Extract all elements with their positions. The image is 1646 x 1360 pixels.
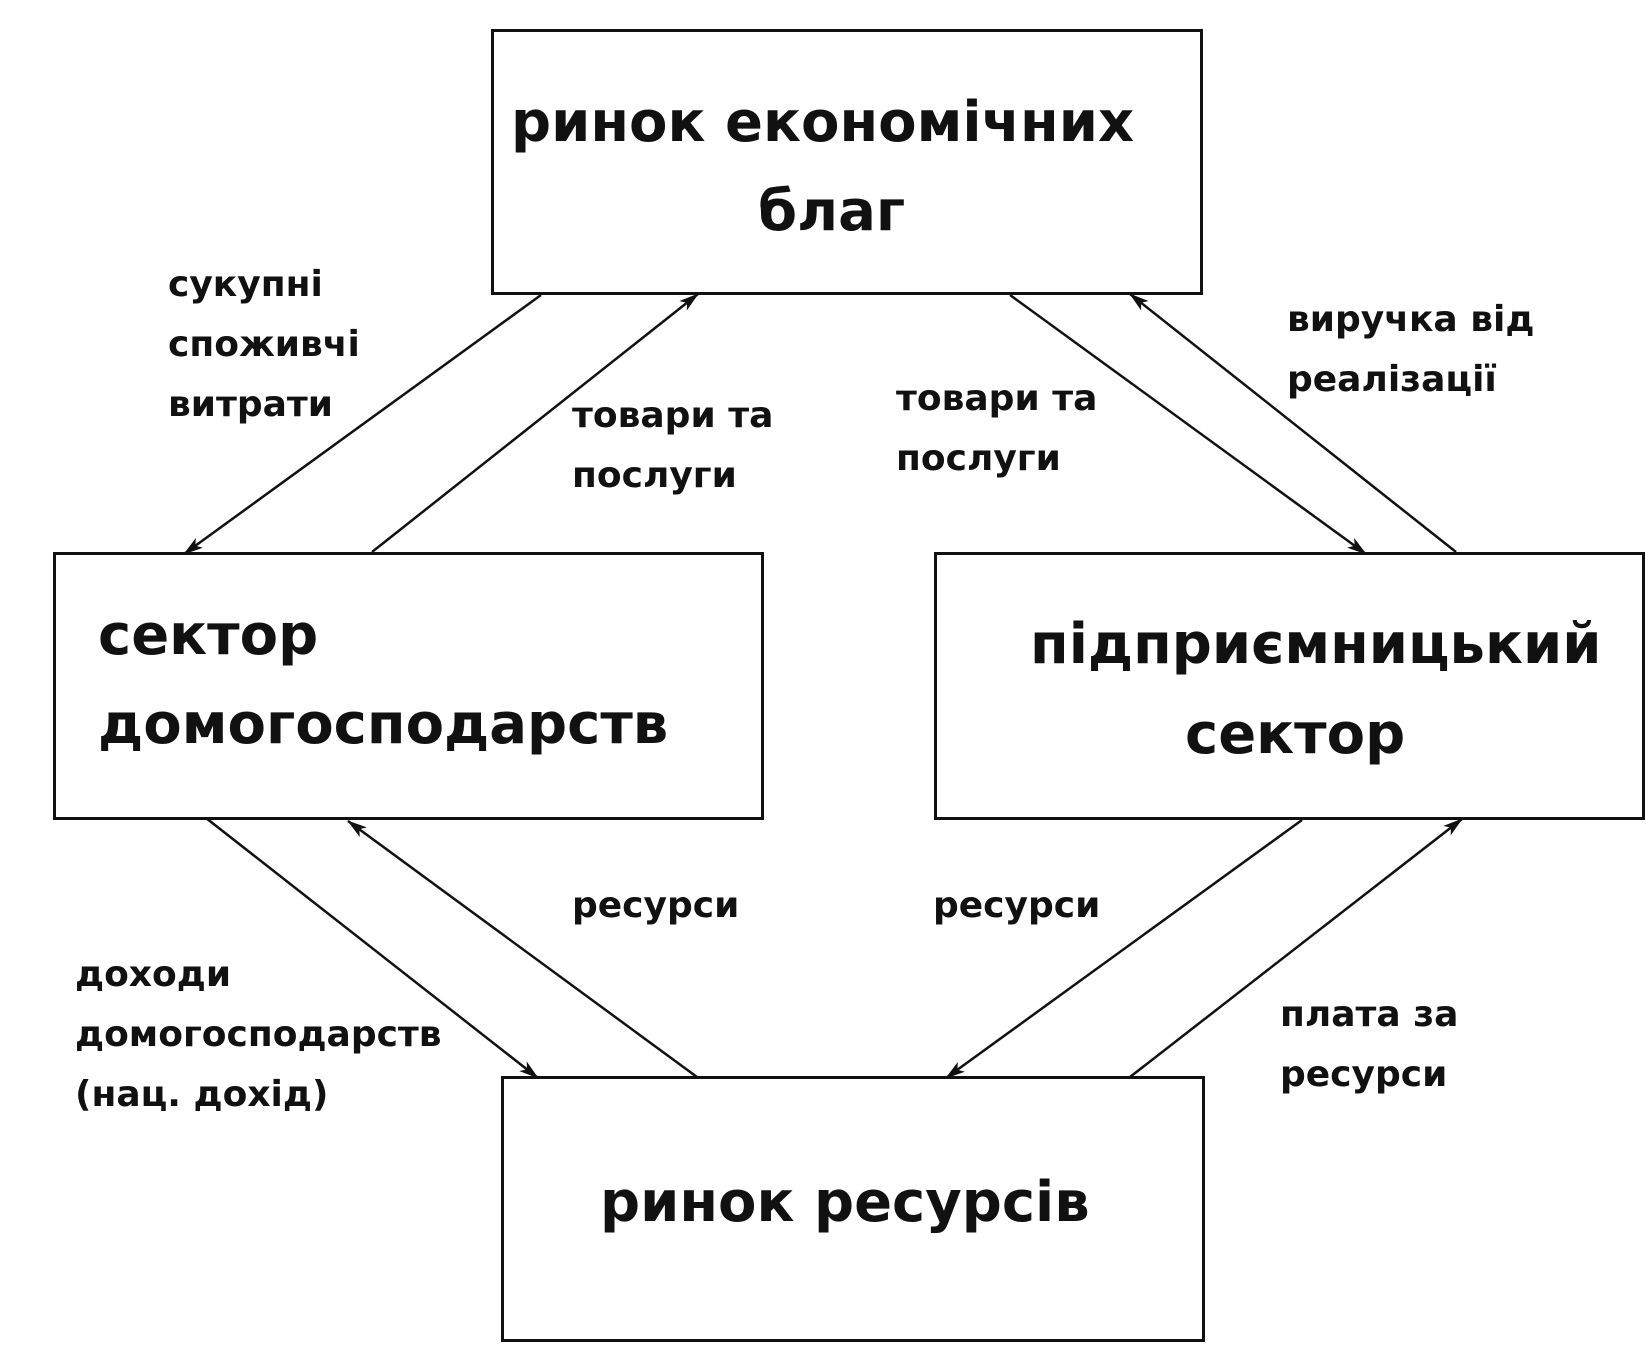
business-title-line1: підприємницький [1030,612,1602,677]
arrow-consumer-spending [183,293,542,556]
arrow-goods-to-market [371,293,699,553]
households-title-line1: сектор [98,603,319,668]
goods-market-title-line2: благ [758,179,906,244]
arrow-resources-from-business [945,818,1303,1080]
arrow-sales-revenue [1129,293,1457,553]
resource-market-title: ринок ресурсів [600,1170,1090,1235]
label-goods-to-households: товари та послуги [572,395,774,496]
resource-market-box: ринок ресурсів [501,1076,1205,1342]
business-title-line2: сектор [1185,702,1406,767]
label-sales-revenue: виручка від реалізації [1287,299,1535,400]
arrow-household-income [205,817,539,1079]
goods-market-title-line1: ринок економічних [511,90,1135,155]
households-box: сектор домогосподарств [53,552,764,820]
label-resources-from-business: ресурси [933,885,1101,926]
goods-market-box: ринок економічних благ [491,29,1203,295]
arrow-resource-payment [1129,818,1463,1078]
label-resources-to-households: ресурси [572,885,740,926]
households-title-line2: домогосподарств [98,692,669,757]
business-box: підприємницький сектор [934,552,1645,820]
label-consumer-spending: сукупні споживчі витрати [168,264,360,425]
label-resource-payment: плата за ресурси [1280,994,1459,1095]
arrow-resources-to-households [347,819,698,1079]
label-household-income: доходи домогосподарств (нац. дохід) [75,954,442,1115]
label-goods-from-business: товари та послуги [896,378,1098,479]
arrow-goods-to-business [1009,293,1367,556]
